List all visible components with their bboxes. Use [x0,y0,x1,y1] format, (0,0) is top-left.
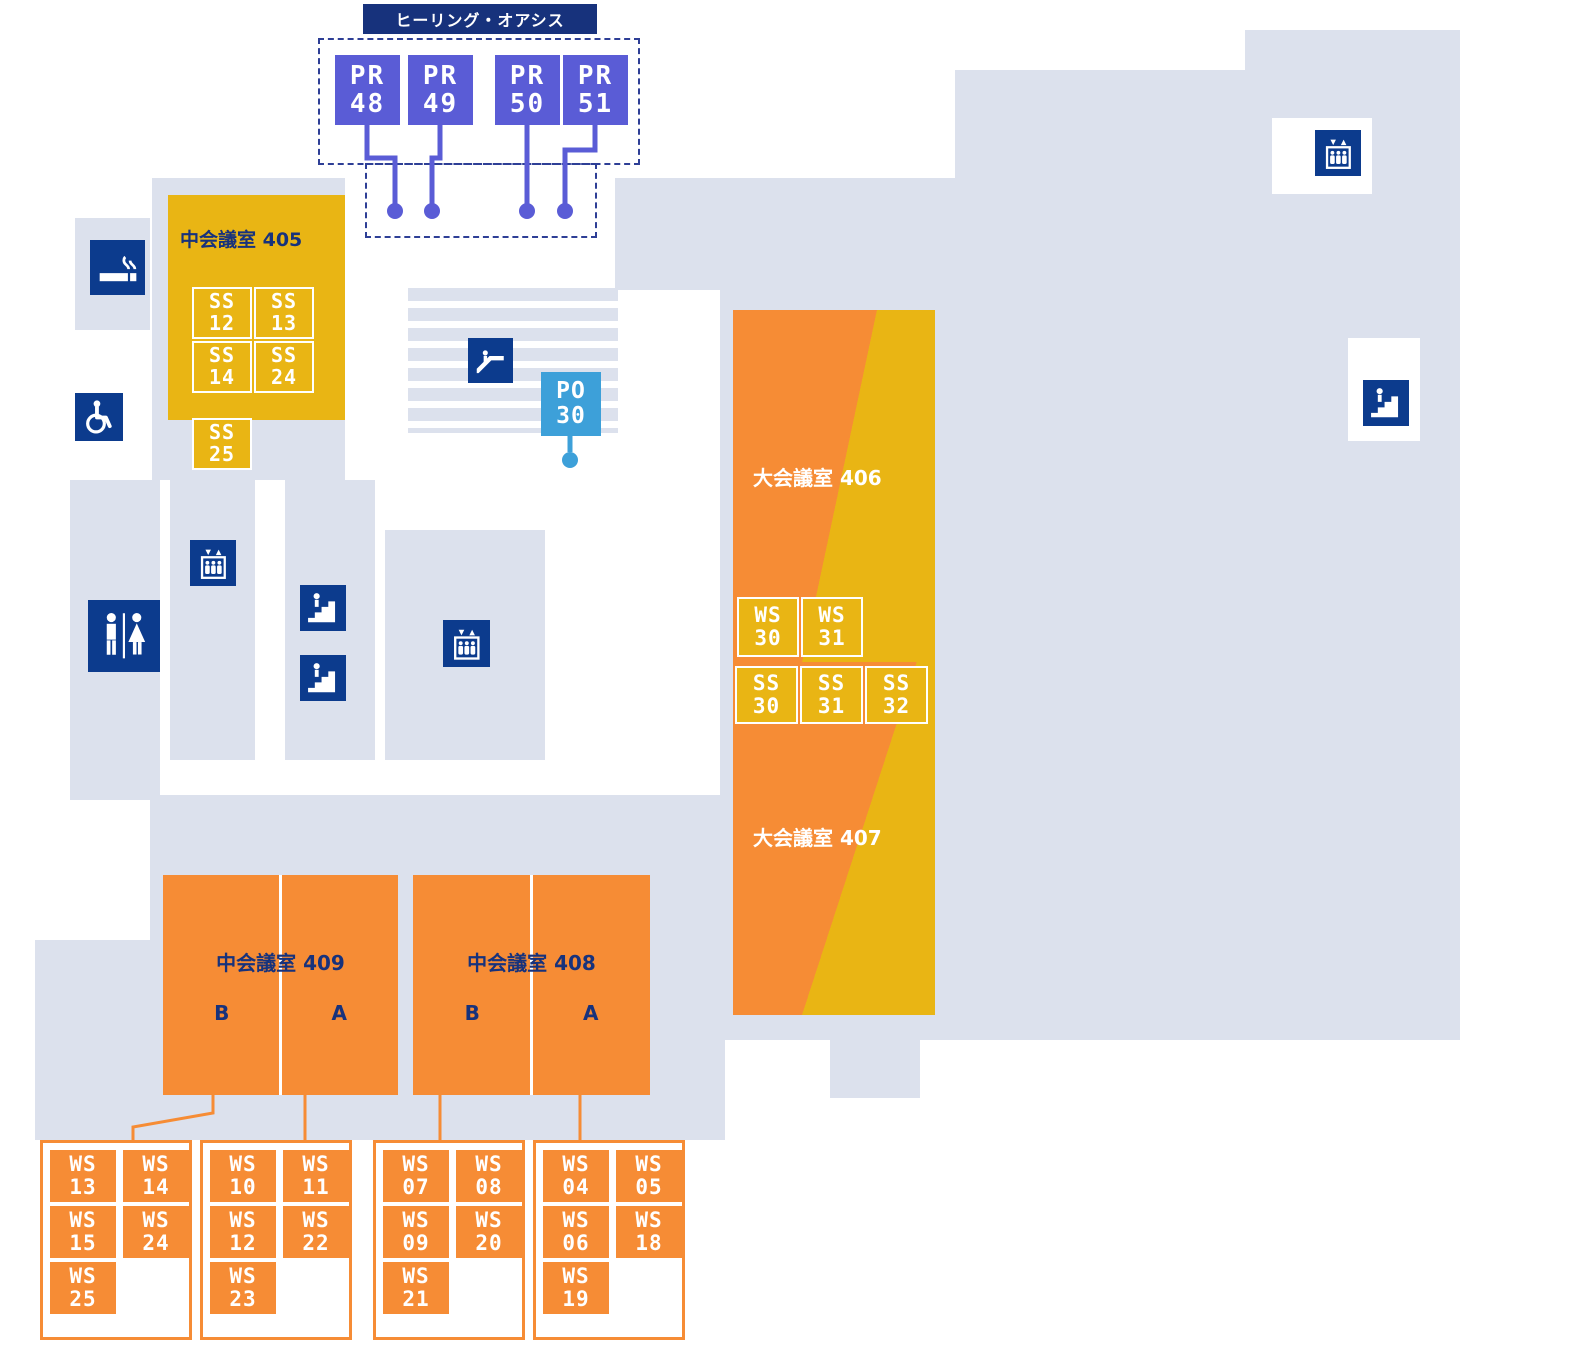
floor-shape [955,70,1245,230]
smoking-icon [90,240,145,295]
room-409-a-label: A [331,1001,347,1025]
stairs-icon [300,655,346,701]
room-408-b-label: B [464,1001,480,1025]
room-405-label: 中会議室 405 [180,229,303,251]
room-408-divider [530,875,533,1095]
stairs-icon [300,585,346,631]
room-409[interactable]: 中会議室 409 B A [163,875,398,1095]
wheelchair-icon [75,393,123,441]
elevator-icon [443,620,490,667]
hall-407-label: 大会議室 407 [753,826,882,850]
healing-oasis-zone-lower [365,163,597,238]
stairs-icon [1363,380,1409,426]
hall-406-label: 大会議室 406 [753,466,882,490]
room-408[interactable]: 中会議室 408 B A [413,875,650,1095]
room-409-divider [279,875,282,1095]
floor-shape [35,940,150,1140]
room-408-a-label: A [583,1001,599,1025]
escalator-icon [468,338,513,383]
floor-shape [830,1040,920,1098]
room-409-label: 中会議室 409 [216,951,345,975]
floor-shape [170,480,255,760]
healing-oasis-label: ヒーリング・オアシス [363,4,597,34]
elevator-icon [190,540,236,586]
restroom-icon [88,600,160,672]
room-409-b-label: B [214,1001,230,1025]
room-408-label: 中会議室 408 [467,951,596,975]
elevator-icon [1315,130,1361,176]
